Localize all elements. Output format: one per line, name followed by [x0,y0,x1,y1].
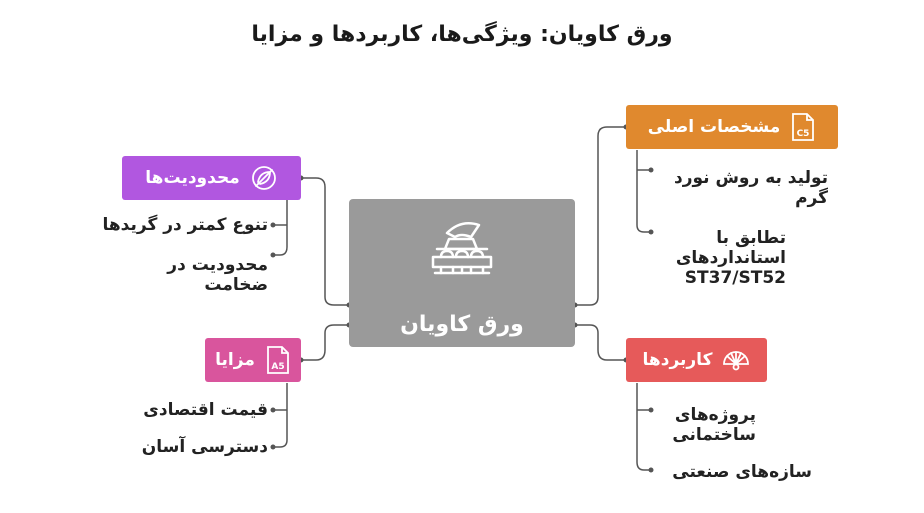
steel-roller-icon [431,222,493,275]
a5-document-icon: A5 [265,345,291,375]
a5-icon-text: A5 [271,362,284,372]
advantages-item-2: دسترسی آسان [141,437,268,457]
specs-node: C5 مشخصات اصلی [626,105,838,149]
limits-item-1: تنوع کمتر در گریدها [102,215,269,235]
fan-icon [722,348,750,372]
uses-item-1: پروژه‌های ساختمانی [672,405,756,445]
advantages-node: A5 مزایا [205,338,301,382]
advantages-label: مزایا [215,350,255,370]
limits-label: محدودیت‌ها [145,168,240,188]
specs-item-1: تولید به روش نورد گرم [674,168,828,208]
specs-item-2: تطابق با استانداردهای ST37/ST52 [675,228,786,288]
center-label: ورق کاویان [400,312,524,337]
diagram-title: ورق کاویان: ویژگی‌ها، کاربردها و مزایا [251,22,673,47]
specs-label: مشخصات اصلی [647,117,781,137]
limits-item-2: محدودیت در ضخامت [167,255,268,295]
uses-item-2: سازه‌های صنعتی [672,462,812,482]
no-leaf-icon [250,164,278,192]
uses-node: کاربردها [626,338,767,382]
limits-node: محدودیت‌ها [122,156,301,200]
c5-icon-text: C5 [797,129,810,139]
center-node: ورق کاویان [349,199,575,347]
uses-label: کاربردها [642,350,713,370]
advantages-item-1: قیمت اقتصادی [143,400,268,420]
c5-document-icon: C5 [790,112,816,142]
